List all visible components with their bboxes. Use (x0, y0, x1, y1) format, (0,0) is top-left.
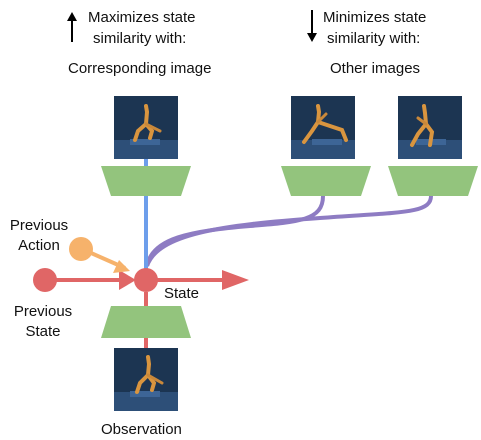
other-image-thumbnail-2 (398, 96, 462, 159)
other-images-label: Other images (330, 60, 421, 77)
negative-path-2 (145, 195, 433, 267)
arrow-up-icon (67, 12, 77, 42)
previous-state-node (33, 268, 57, 292)
encoder-other-2 (388, 166, 478, 196)
other-image-thumbnail-1 (291, 96, 355, 159)
encoder-observation (101, 306, 191, 338)
previous-state-label-line2: State (25, 323, 61, 340)
state-label: State (164, 285, 200, 302)
previous-action-node (69, 237, 93, 261)
corresponding-image-thumbnail (114, 96, 178, 159)
minimize-text-line1: Minimizes state (323, 9, 427, 26)
arrow-down-icon (307, 10, 317, 42)
observation-image-thumbnail (114, 348, 178, 411)
state-output-arrowhead (222, 270, 249, 290)
previous-action-arrowhead (113, 260, 130, 273)
previous-state-arrowhead (119, 270, 136, 290)
maximize-text-line1: Maximizes state (88, 9, 196, 26)
previous-action-label-line1: Previous (9, 217, 69, 234)
negative-path-1 (145, 195, 325, 267)
observation-label: Observation (101, 421, 182, 438)
state-node (134, 268, 158, 292)
maximize-text-line2: similarity with: (93, 30, 187, 47)
encoder-corresponding (101, 166, 191, 196)
previous-state-label-line1: Previous (13, 303, 73, 320)
corresponding-image-label: Corresponding image (68, 60, 212, 77)
previous-action-label-line2: Action (18, 237, 60, 254)
minimize-text-line2: similarity with: (327, 30, 421, 47)
encoder-other-1 (281, 166, 371, 196)
